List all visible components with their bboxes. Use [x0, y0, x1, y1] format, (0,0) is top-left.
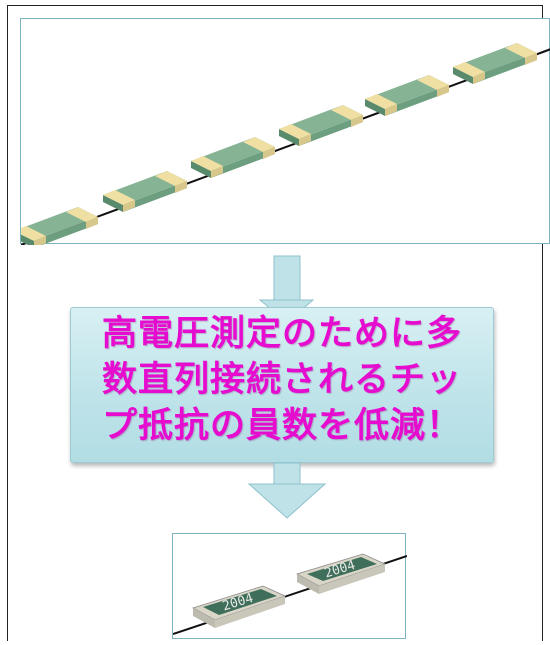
callout-line-3: プ抵抗の員数を低減！	[101, 406, 462, 446]
series-resistor-chain	[21, 43, 550, 245]
resistor-chip	[365, 75, 449, 116]
lead-wire	[21, 48, 550, 245]
resistor-chip: 2004	[191, 585, 287, 628]
resistor-chip	[279, 105, 363, 146]
callout-box	[70, 307, 494, 463]
callout-line-2: 数直列接続されるチッ	[101, 360, 462, 400]
callout-message: 高電圧測定のために多 数直列接続されるチッ プ抵抗の員数を低減！	[70, 311, 494, 449]
resistor-chip: 2004	[295, 553, 387, 594]
page-frame	[7, 5, 543, 641]
resistor-chip	[191, 137, 275, 178]
two-resistor-chain: 2004 2004	[173, 553, 407, 635]
resistor-chip	[21, 207, 98, 245]
callout-line-1: 高電圧測定のために多	[101, 314, 462, 354]
many-resistors-panel	[20, 18, 550, 245]
few-resistors-panel: 2004 2004	[172, 533, 407, 639]
resistor-chip	[103, 171, 187, 212]
resistor-chip	[453, 43, 537, 84]
